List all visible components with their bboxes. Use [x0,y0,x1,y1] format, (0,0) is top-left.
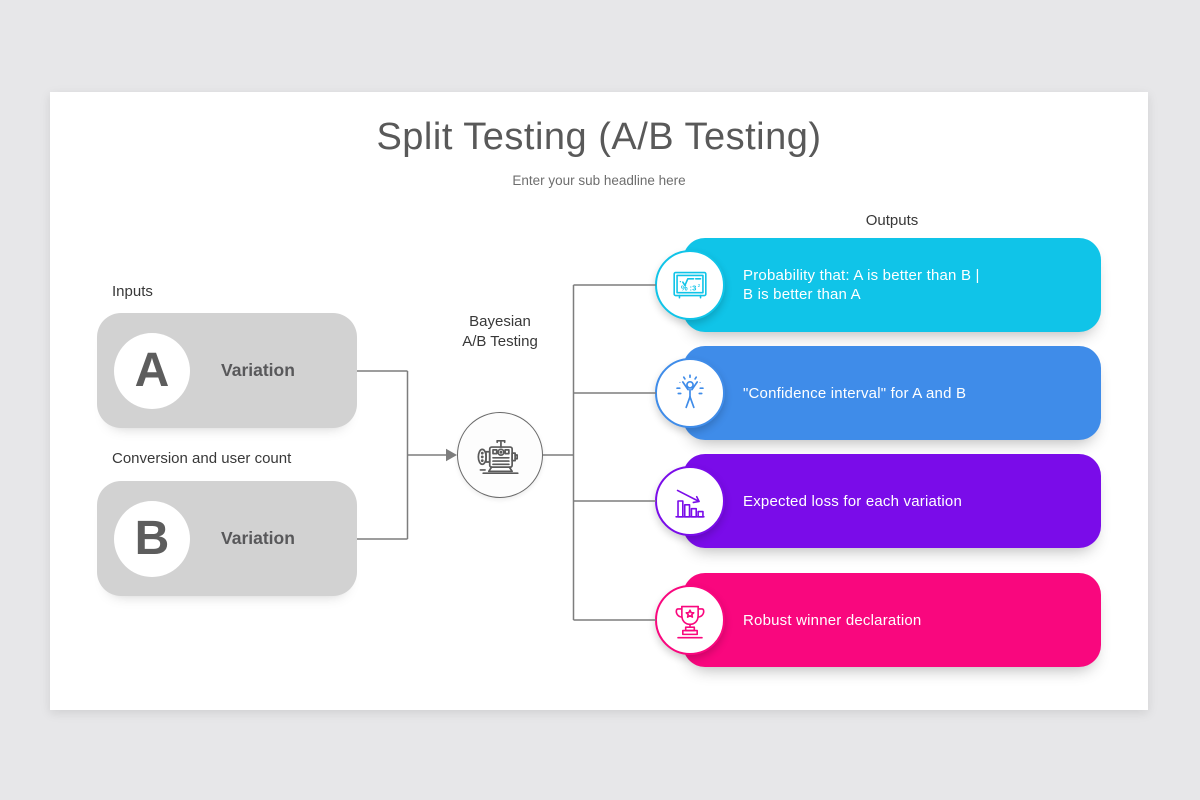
variation-a-card: A Variation [97,313,357,428]
engine-icon [472,427,528,483]
variation-b-card: B Variation [97,481,357,596]
output-text-confidence: "Confidence interval" for A and B [743,384,967,402]
svg-text:2: 2 [698,283,701,289]
variation-b-label: Variation [221,528,295,548]
declining-chart-icon [667,478,713,524]
trophy-icon [667,597,713,643]
slide-canvas: Split Testing (A/B Testing) Enter your s… [50,92,1148,710]
output-box-confidence: "Confidence interval" for A and B [683,346,1101,440]
output-icon-circle-2 [655,358,725,428]
output-icon-circle-1: % :3 2 [655,250,725,320]
output-icon-circle-3 [655,466,725,536]
output-row-confidence: "Confidence interval" for A and B [655,346,1101,440]
celebration-person-icon [667,370,713,416]
output-text-probability: Probability that: A is better than B | B… [743,267,980,303]
inputs-section-label: Inputs [112,283,153,300]
page-title: Split Testing (A/B Testing) [376,116,822,158]
svg-text::3: :3 [690,284,697,293]
svg-text:%: % [681,284,688,293]
variation-a-circle: A [114,332,190,409]
variation-a-label: Variation [221,360,295,380]
output-box-expected-loss: Expected loss for each variation [683,454,1101,548]
conversion-count-label: Conversion and user count [112,450,292,467]
blackboard-math-icon: % :3 2 [667,262,713,308]
bayesian-testing-label: Bayesian A/B Testing [462,313,538,350]
output-text-expected-loss: Expected loss for each variation [743,492,963,510]
outputs-section-label: Outputs [865,212,919,229]
output-text-winner: Robust winner declaration [743,611,922,629]
output-row-winner: Robust winner declaration [655,573,1101,667]
bayesian-process-node [457,412,543,498]
output-icon-circle-4 [655,585,725,655]
output-box-probability: Probability that: A is better than B | B… [683,238,1101,332]
variation-b-letter: B [134,512,170,565]
variation-b-circle: B [114,500,190,577]
output-box-winner: Robust winner declaration [683,573,1101,667]
variation-a-letter: A [134,344,170,397]
output-row-probability: Probability that: A is better than B | B… [655,238,1101,332]
output-row-expected-loss: Expected loss for each variation [655,454,1101,548]
page-subtitle: Enter your sub headline here [512,173,686,188]
